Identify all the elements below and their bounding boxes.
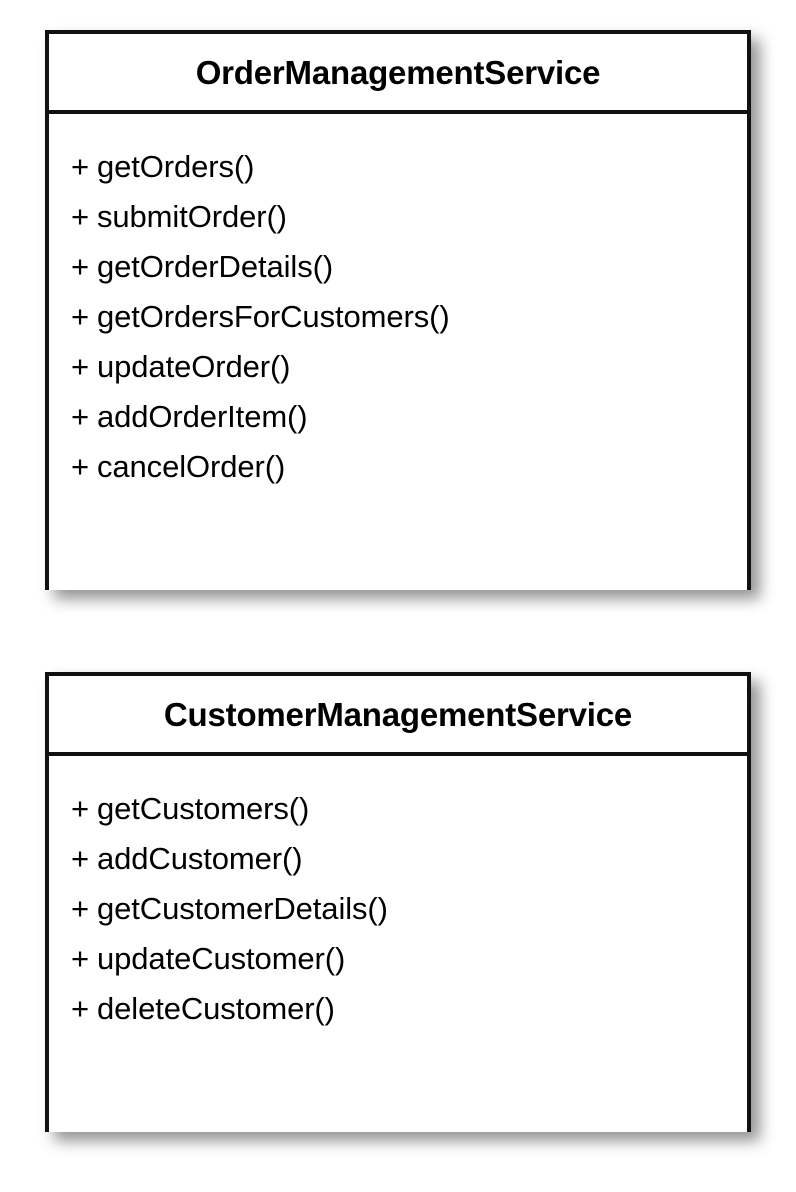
uml-method-signature: getCustomerDetails(): [97, 891, 388, 926]
uml-method-row: +getOrdersForCustomers(): [71, 292, 747, 342]
uml-method-visibility: +: [71, 449, 90, 484]
uml-method-signature: updateCustomer(): [97, 941, 346, 976]
uml-method-row: +getCustomerDetails(): [71, 884, 747, 934]
uml-method-row: +addOrderItem(): [71, 392, 747, 442]
uml-method-visibility: +: [71, 891, 90, 926]
uml-class-name: CustomerManagementService: [163, 695, 633, 733]
uml-method-row: +getCustomers(): [71, 784, 747, 834]
uml-class-order-management-service[interactable]: OrderManagementService +getOrders() +sub…: [45, 30, 751, 590]
uml-method-visibility: +: [71, 249, 90, 284]
uml-method-visibility: +: [71, 199, 90, 234]
uml-method-visibility: +: [71, 941, 90, 976]
uml-method-row: +submitOrder(): [71, 192, 747, 242]
uml-method-signature: getOrders(): [97, 149, 255, 184]
uml-method-visibility: +: [71, 991, 90, 1026]
uml-class-header: CustomerManagementService: [49, 676, 747, 756]
uml-method-row: +updateCustomer(): [71, 934, 747, 984]
uml-class-customer-management-service[interactable]: CustomerManagementService +getCustomers(…: [45, 672, 751, 1132]
uml-class-members-compartment: +getCustomers() +addCustomer() +getCusto…: [49, 756, 747, 1132]
uml-method-visibility: +: [71, 791, 90, 826]
uml-method-visibility: +: [71, 399, 90, 434]
uml-method-row: +getOrderDetails(): [71, 242, 747, 292]
uml-method-signature: deleteCustomer(): [97, 991, 335, 1026]
uml-method-signature: addCustomer(): [97, 841, 303, 876]
uml-method-visibility: +: [71, 841, 90, 876]
uml-method-row: +addCustomer(): [71, 834, 747, 884]
uml-method-signature: getOrdersForCustomers(): [97, 299, 450, 334]
uml-method-visibility: +: [71, 349, 90, 384]
uml-class-name: OrderManagementService: [195, 53, 601, 91]
uml-method-row: +getOrders(): [71, 142, 747, 192]
uml-method-row: +updateOrder(): [71, 342, 747, 392]
uml-method-signature: submitOrder(): [97, 199, 287, 234]
uml-method-signature: getCustomers(): [97, 791, 310, 826]
uml-method-visibility: +: [71, 299, 90, 334]
uml-method-row: +deleteCustomer(): [71, 984, 747, 1034]
uml-method-row: +cancelOrder(): [71, 442, 747, 492]
uml-method-visibility: +: [71, 149, 90, 184]
uml-method-signature: cancelOrder(): [97, 449, 286, 484]
uml-class-members-compartment: +getOrders() +submitOrder() +getOrderDet…: [49, 114, 747, 590]
uml-method-signature: updateOrder(): [97, 349, 291, 384]
uml-class-header: OrderManagementService: [49, 34, 747, 114]
uml-method-signature: getOrderDetails(): [97, 249, 334, 284]
uml-method-signature: addOrderItem(): [97, 399, 308, 434]
